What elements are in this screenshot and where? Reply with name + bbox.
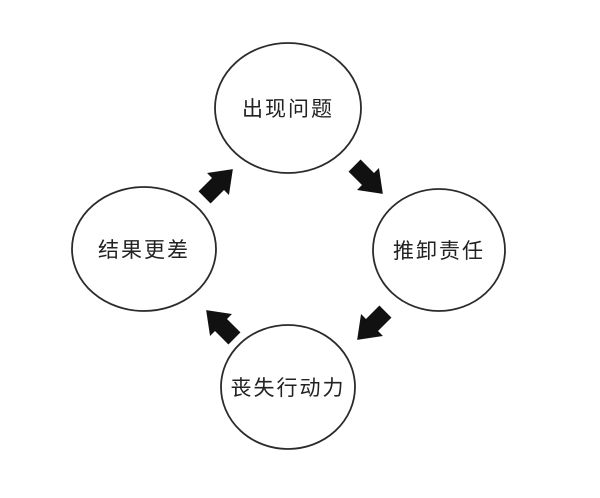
node-circle-right [372, 188, 506, 312]
arrow-top-to-right-icon [348, 159, 383, 194]
arrow-right-to-bottom-icon [357, 305, 392, 340]
node-label-bottom: 丧失行动力 [231, 376, 346, 400]
node-label-top: 出现问题 [242, 97, 334, 121]
node-circle-bottom [220, 324, 356, 450]
node-top: 出现问题 [214, 42, 362, 174]
node-right: 推卸责任 [372, 188, 506, 312]
node-label-right: 推卸责任 [393, 239, 485, 263]
node-left: 结果更差 [71, 186, 217, 312]
node-label-left: 结果更差 [98, 238, 190, 262]
arrow-left-to-top-icon [198, 169, 233, 204]
node-circle-left [71, 186, 217, 312]
node-bottom: 丧失行动力 [220, 324, 356, 450]
arrow-bottom-to-left-icon [206, 310, 241, 345]
node-circle-top [214, 42, 362, 174]
